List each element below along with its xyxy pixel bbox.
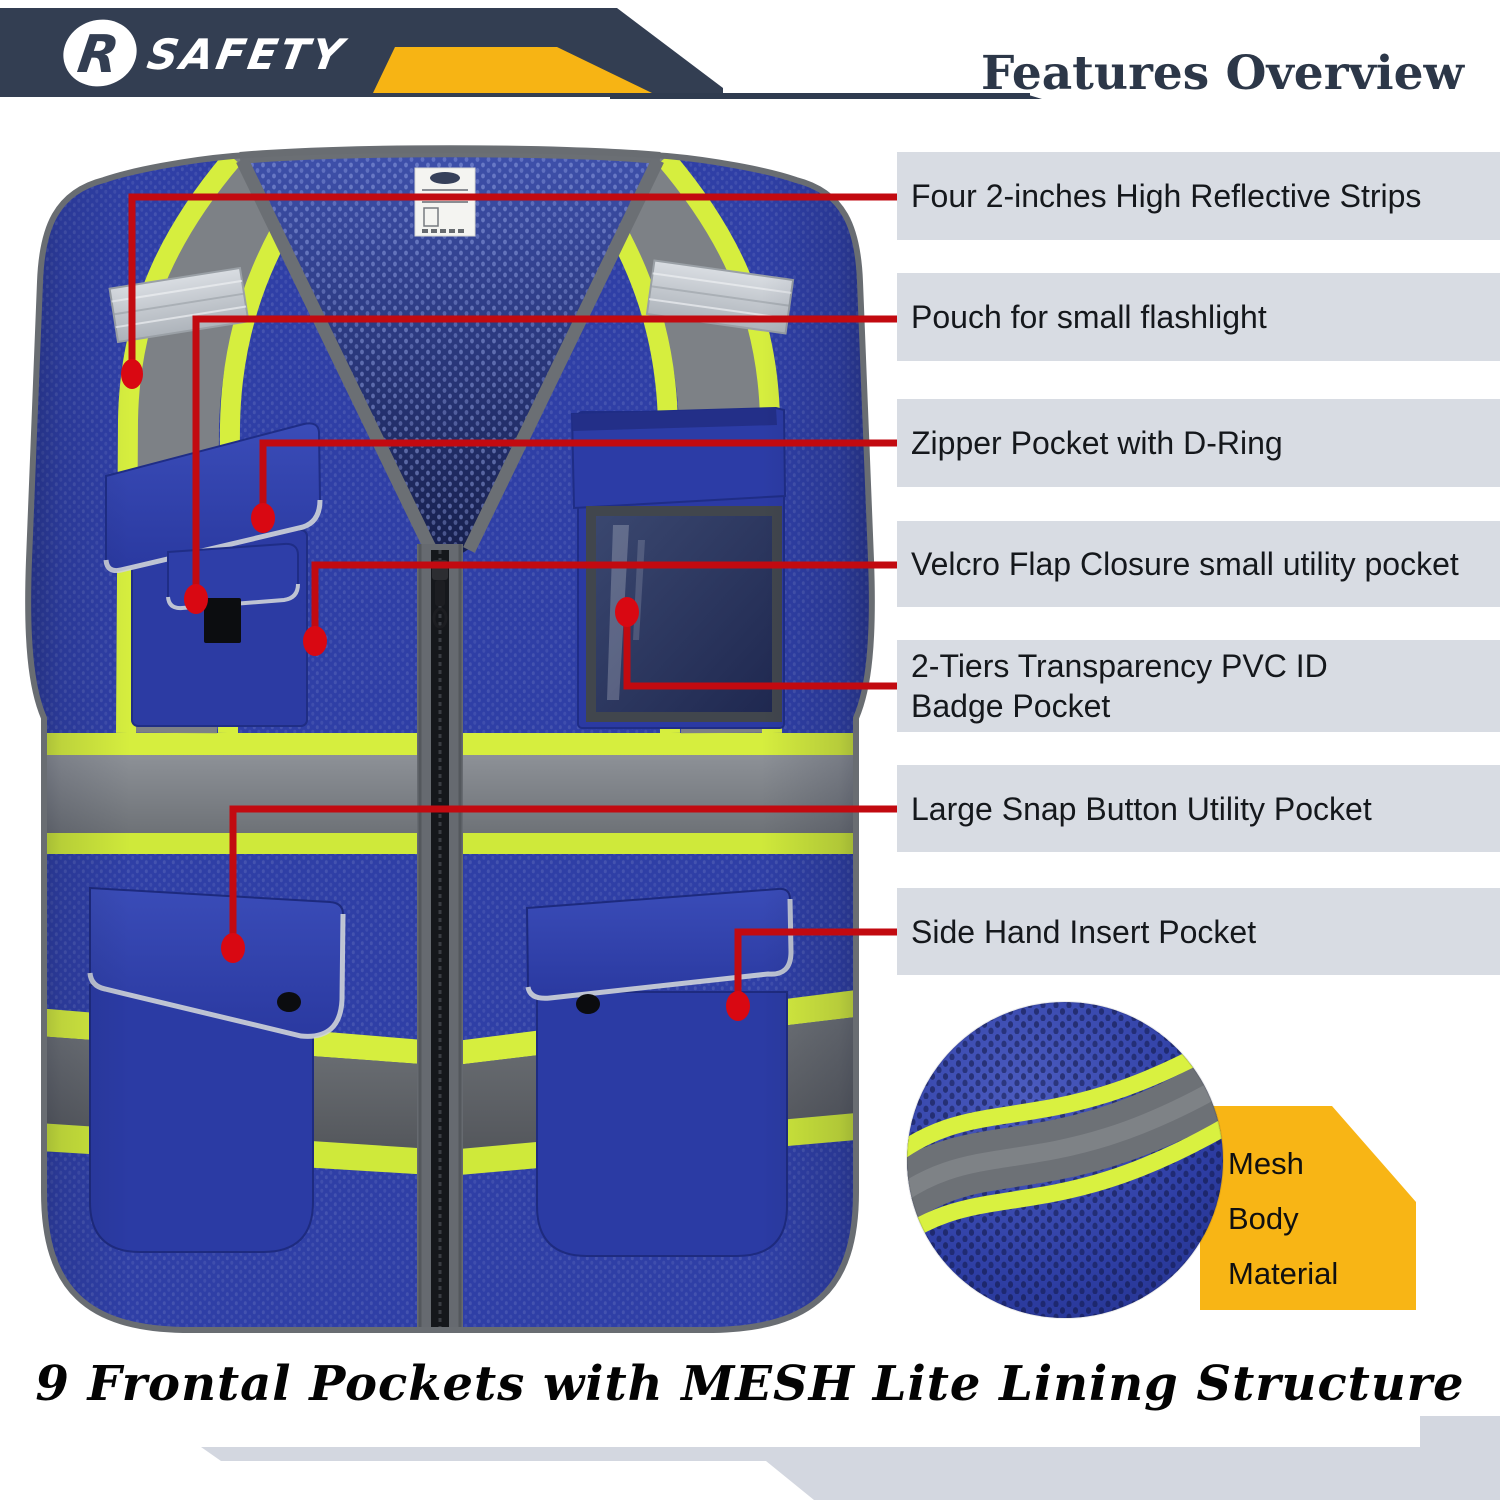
connector-reflective-strips <box>128 193 898 374</box>
footer-ribbon-shape <box>201 1416 1500 1500</box>
pointer-dot <box>303 626 327 656</box>
connector-id-badge <box>623 612 898 690</box>
mesh-tag-line: Body <box>1228 1201 1299 1236</box>
callout-text: 2-Tiers Transparency PVC ID Badge Pocket <box>911 648 1328 724</box>
vest-edge-trim <box>25 147 875 1333</box>
callout-label-side-pocket: Side Hand Insert Pocket <box>897 888 1500 975</box>
caption: 9 Frontal Pockets with MESH Lite Lining … <box>35 1356 1465 1412</box>
mesh-tag-shape <box>1200 1106 1416 1310</box>
pointer-dot <box>221 933 245 963</box>
pointer-dot <box>615 597 639 627</box>
callout-label-flashlight-pouch: Pouch for small flashlight <box>897 273 1500 361</box>
connector-velcro-pocket <box>311 561 898 641</box>
callout-text: Zipper Pocket with D-Ring <box>911 425 1283 461</box>
mesh-tag-line: Material <box>1228 1256 1339 1291</box>
pointer-dot <box>184 584 208 614</box>
callout-label-snap-pocket: Large Snap Button Utility Pocket <box>897 765 1500 852</box>
callout-label-zipper-pocket: Zipper Pocket with D-Ring <box>897 399 1500 487</box>
callout-text: Large Snap Button Utility Pocket <box>911 790 1372 827</box>
callout-label-reflective-strips: Four 2-inches High Reflective Strips <box>897 152 1500 240</box>
callout-text: Four 2-inches High Reflective Strips <box>911 178 1422 214</box>
connector-snap-pocket <box>229 805 898 948</box>
header-banner: R <box>0 8 1042 99</box>
mesh-inset-tag <box>1200 1106 1416 1310</box>
connector-zipper-pocket <box>259 439 898 518</box>
callout-text: Pouch for small flashlight <box>911 299 1267 335</box>
callout-text: Side Hand Insert Pocket <box>911 913 1257 950</box>
callout-label-velcro-pocket: Velcro Flap Closure small utility pocket <box>897 521 1500 607</box>
page-title: Features Overview <box>981 46 1464 101</box>
footer-ribbon <box>201 1416 1500 1500</box>
mesh-closeup-circle <box>906 1001 1224 1319</box>
mesh-tag-label: Mesh Body Material <box>1228 1136 1338 1301</box>
pointer-dot <box>121 359 143 389</box>
pointer-dot <box>251 503 275 533</box>
pointer-dot <box>726 991 750 1021</box>
header-rule-end <box>1022 93 1042 99</box>
vneck-mesh-interior <box>244 154 656 556</box>
callout-text: Velcro Flap Closure small utility pocket <box>911 546 1459 582</box>
mesh-tag-line: Mesh <box>1228 1146 1304 1181</box>
connector-flashlight-pouch <box>192 315 898 599</box>
accent-stripe <box>373 47 652 93</box>
header-rule <box>610 93 1030 99</box>
brand-logo-icon: R <box>63 19 137 87</box>
connector-side-pocket <box>734 928 898 1006</box>
svg-text:R: R <box>74 25 122 85</box>
zipper-pull <box>435 580 445 606</box>
callout-label-id-badge: 2-Tiers Transparency PVC ID Badge Pocket <box>897 640 1500 732</box>
